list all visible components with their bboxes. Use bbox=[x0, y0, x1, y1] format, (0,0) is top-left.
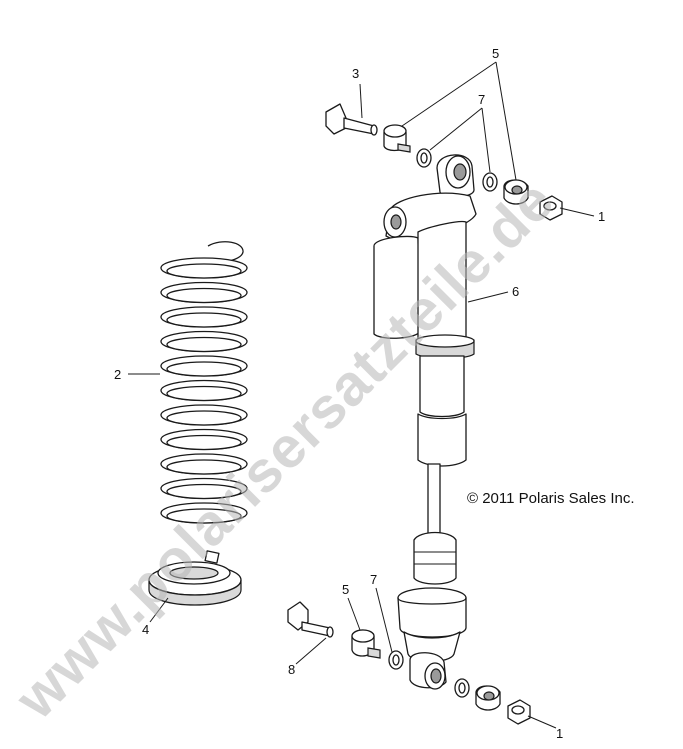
spring-coil-inner bbox=[166, 361, 242, 377]
spring-coil-inner bbox=[166, 410, 242, 426]
lower-washer bbox=[388, 650, 404, 670]
lower-bolt bbox=[287, 601, 334, 638]
upper-washer-right bbox=[482, 172, 498, 192]
upper-bushing bbox=[383, 124, 411, 153]
callout-1-bottom: 1 bbox=[556, 726, 563, 741]
spring-retainer bbox=[148, 550, 242, 606]
lower-bushing-right bbox=[475, 685, 501, 711]
spring-coil-inner bbox=[166, 483, 242, 500]
lower-nut bbox=[507, 699, 531, 725]
upper-nut bbox=[539, 195, 563, 221]
spring-coil-inner bbox=[166, 459, 242, 475]
callout-6: 6 bbox=[512, 284, 519, 299]
spring-coil-inner bbox=[166, 287, 242, 304]
callout-2: 2 bbox=[114, 367, 121, 382]
copyright-notice: © 2011 Polaris Sales Inc. bbox=[467, 490, 635, 507]
callout-4: 4 bbox=[142, 622, 149, 637]
spring-coil-inner bbox=[166, 263, 242, 279]
callout-7-top: 7 bbox=[478, 92, 485, 107]
upper-bushing-right bbox=[503, 179, 529, 205]
spring-coil-inner bbox=[166, 434, 242, 451]
callout-1-top: 1 bbox=[598, 209, 605, 224]
spring-coil-inner bbox=[166, 508, 242, 524]
watermark: www.polarisersatzteile.de bbox=[3, 168, 567, 732]
callout-3: 3 bbox=[352, 66, 359, 81]
upper-bolt bbox=[325, 103, 378, 136]
spring-coil-inner bbox=[166, 385, 242, 402]
spring-coil-inner bbox=[166, 312, 242, 328]
leader-lines bbox=[128, 61, 595, 729]
callouts: 3 5 7 1 6 2 4 5 7 8 1 bbox=[114, 46, 605, 741]
shock-absorber bbox=[373, 154, 477, 690]
callout-5-bottom: 5 bbox=[342, 582, 349, 597]
lower-bushing bbox=[351, 629, 381, 659]
spring-coil-inner bbox=[166, 336, 242, 353]
callout-8: 8 bbox=[288, 662, 295, 677]
upper-washer bbox=[416, 148, 432, 168]
callout-5-top: 5 bbox=[492, 46, 499, 61]
lower-washer-right bbox=[454, 678, 470, 698]
coil-spring bbox=[160, 241, 248, 524]
callout-7-bottom: 7 bbox=[370, 572, 377, 587]
